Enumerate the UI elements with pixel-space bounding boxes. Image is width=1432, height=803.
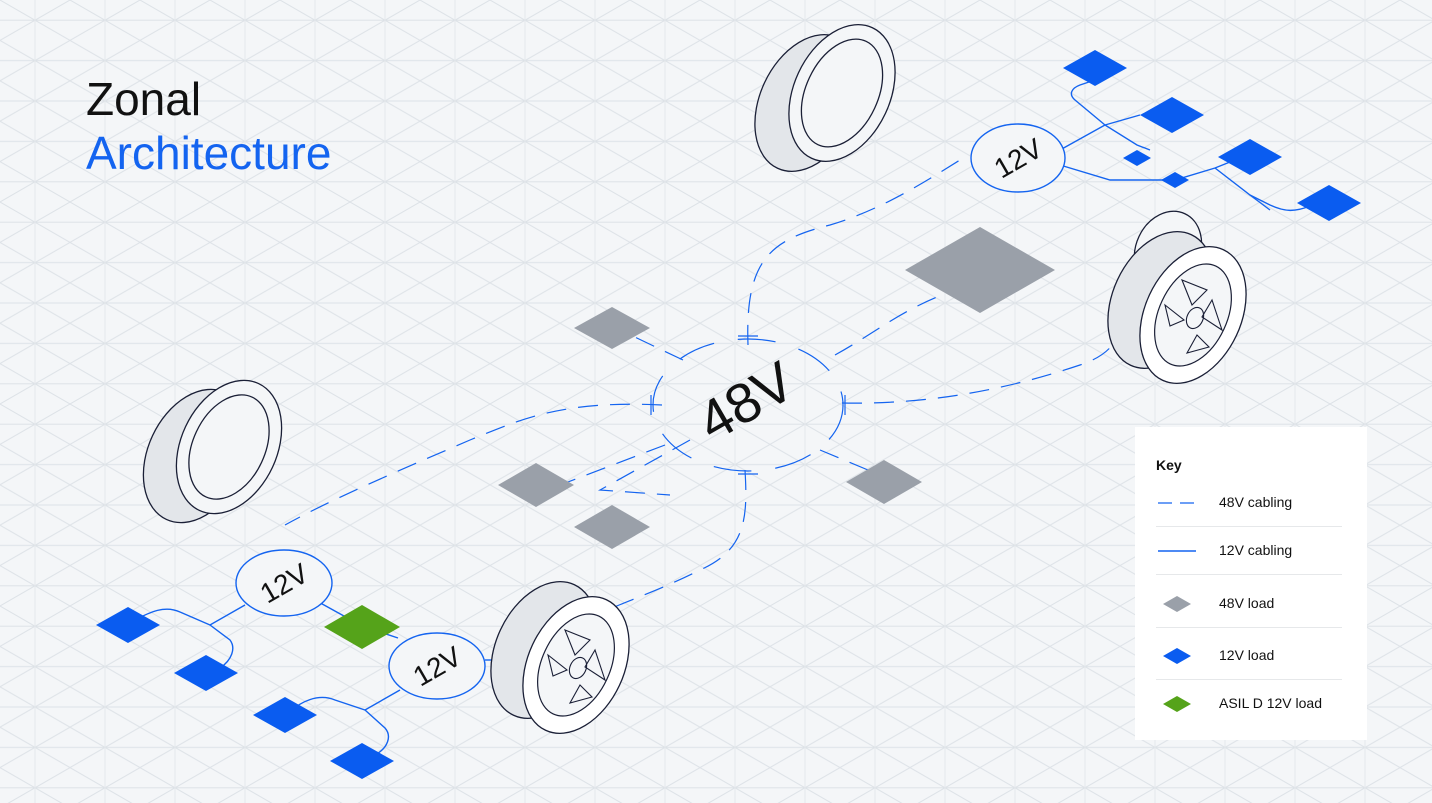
load-12v bbox=[330, 743, 394, 779]
gray-diamond-icon bbox=[1163, 596, 1191, 612]
blue-diamond-icon bbox=[1163, 648, 1191, 664]
load-12v-small bbox=[1123, 150, 1151, 166]
tire-top-left bbox=[142, 379, 283, 524]
zone-12v-rear-left: 12V bbox=[235, 549, 333, 617]
legend-item-asil-d-12v-load: ASIL D 12V load bbox=[1156, 680, 1342, 728]
load-12v bbox=[174, 655, 238, 691]
load-48v bbox=[846, 460, 922, 504]
load-48v bbox=[498, 463, 574, 507]
legend-label: 12V load bbox=[1219, 647, 1275, 663]
legend-label: 48V cabling bbox=[1219, 494, 1293, 510]
loads-12v-rear-left bbox=[96, 607, 394, 779]
legend-title: Key bbox=[1156, 457, 1182, 473]
load-12v-small bbox=[1161, 172, 1189, 188]
zone-12v-rear-left-secondary: 12V bbox=[388, 632, 486, 700]
legend-label: 48V load bbox=[1219, 595, 1275, 611]
load-asil-d-12v bbox=[324, 605, 400, 649]
tire-bottom-left-wheel bbox=[490, 581, 630, 734]
legend-label: 12V cabling bbox=[1219, 542, 1293, 558]
load-48v-large bbox=[905, 227, 1055, 313]
zone-12v-front-right: 12V bbox=[970, 123, 1066, 193]
dashed-line-icon bbox=[1158, 502, 1196, 504]
load-12v bbox=[96, 607, 160, 643]
load-12v bbox=[1063, 50, 1127, 86]
tire-top-right bbox=[754, 24, 896, 172]
load-12v bbox=[1140, 97, 1204, 133]
solid-line-icon bbox=[1158, 550, 1196, 552]
loads-12v-front-right bbox=[1063, 50, 1361, 221]
legend-item-12v-cabling: 12V cabling bbox=[1156, 527, 1342, 575]
legend-item-48v-load: 48V load bbox=[1156, 580, 1342, 628]
cabling-48v bbox=[284, 159, 1121, 609]
legend-label: ASIL D 12V load bbox=[1219, 695, 1322, 711]
title-line-1: Zonal bbox=[86, 73, 202, 125]
green-diamond-icon bbox=[1163, 696, 1191, 712]
load-48v bbox=[574, 505, 650, 549]
loads-48v bbox=[498, 227, 1055, 549]
title-line-2: Architecture bbox=[86, 127, 332, 179]
load-12v bbox=[1218, 139, 1282, 175]
tire-right-wheel bbox=[1107, 210, 1247, 384]
page-title: Zonal Architecture bbox=[86, 72, 331, 180]
legend-item-12v-load: 12V load bbox=[1156, 632, 1342, 680]
legend-item-48v-cabling: 48V cabling bbox=[1156, 479, 1342, 527]
load-48v bbox=[574, 307, 650, 349]
legend: Key 48V cabling 12V cabling 48V load 12V… bbox=[1135, 427, 1367, 740]
load-12v bbox=[253, 697, 317, 733]
load-12v bbox=[1297, 185, 1361, 221]
